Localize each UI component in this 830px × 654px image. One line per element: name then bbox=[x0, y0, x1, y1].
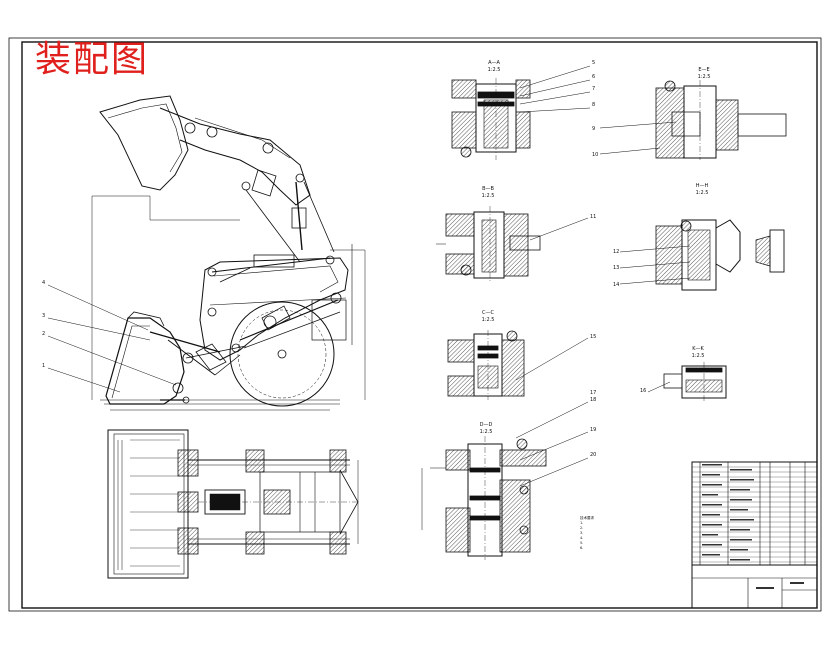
callout-1: 1 bbox=[42, 363, 46, 369]
section-b-b-scale: 1:2.5 bbox=[481, 193, 495, 199]
section-e-e bbox=[599, 80, 787, 160]
section-e-e-scale: 1:2.5 bbox=[697, 74, 711, 80]
section-a-a bbox=[451, 65, 591, 160]
note-line: 2. bbox=[580, 526, 584, 530]
section-a-a-title: A—A bbox=[488, 60, 500, 66]
callout-8: 8 bbox=[592, 102, 596, 108]
section-c-c-title: C—C bbox=[482, 310, 494, 316]
callout-5: 5 bbox=[592, 60, 596, 66]
wheel bbox=[229, 301, 335, 407]
section-c-c-scale: 1:2.5 bbox=[481, 317, 495, 323]
callout-6: 6 bbox=[592, 74, 596, 80]
section-k-k bbox=[647, 362, 727, 402]
section-h-h-scale: 1:2.5 bbox=[695, 190, 709, 196]
notes-title: 技术要求 bbox=[580, 516, 594, 520]
callout-20: 20 bbox=[590, 452, 597, 458]
callout-4: 4 bbox=[42, 280, 46, 286]
technical-requirements: 技术要求 1. 2. 3. 4. 5. 6. bbox=[580, 516, 690, 551]
section-d-d-title: D—D bbox=[479, 422, 493, 428]
title-block bbox=[691, 461, 818, 609]
callout-17: 17 bbox=[590, 390, 597, 396]
note-line: 1. bbox=[580, 521, 584, 525]
loader-side-view bbox=[47, 95, 366, 411]
callout-11: 11 bbox=[590, 214, 597, 220]
note-line: 3. bbox=[580, 531, 584, 535]
section-b-b-title: B—B bbox=[482, 186, 494, 192]
section-k-k-scale: 1:2.5 bbox=[691, 353, 705, 359]
callout-7: 7 bbox=[592, 86, 596, 92]
outer-border bbox=[8, 37, 822, 612]
callout-10: 10 bbox=[592, 152, 599, 158]
callout-12: 12 bbox=[613, 249, 620, 255]
section-e-e-title: E—E bbox=[698, 67, 710, 73]
callout-16: 16 bbox=[640, 388, 647, 394]
inner-border bbox=[21, 41, 818, 609]
note-line: 6. bbox=[580, 546, 584, 550]
section-d-d bbox=[421, 401, 589, 560]
callout-19: 19 bbox=[590, 427, 597, 433]
drawing-title: 装配图 bbox=[35, 39, 150, 80]
section-b-b bbox=[436, 206, 589, 282]
section-d-d-scale: 1:2.5 bbox=[479, 429, 493, 435]
callout-18: 18 bbox=[590, 397, 597, 403]
bucket bbox=[105, 317, 185, 405]
callout-9: 9 bbox=[592, 126, 596, 132]
callout-3: 3 bbox=[42, 313, 46, 319]
section-k-k-title: K—K bbox=[692, 346, 704, 352]
loader-top-view bbox=[107, 429, 360, 579]
callout-14: 14 bbox=[613, 282, 620, 288]
section-c-c bbox=[447, 330, 589, 400]
callout-15: 15 bbox=[590, 334, 597, 340]
section-a-a-scale: 1:2.5 bbox=[487, 67, 501, 73]
note-line: 5. bbox=[580, 541, 584, 545]
section-h-h-title: H—H bbox=[695, 183, 709, 189]
callout-13: 13 bbox=[613, 265, 620, 271]
note-line: 4. bbox=[580, 536, 584, 540]
section-h-h bbox=[619, 219, 785, 291]
callout-2: 2 bbox=[42, 331, 46, 337]
